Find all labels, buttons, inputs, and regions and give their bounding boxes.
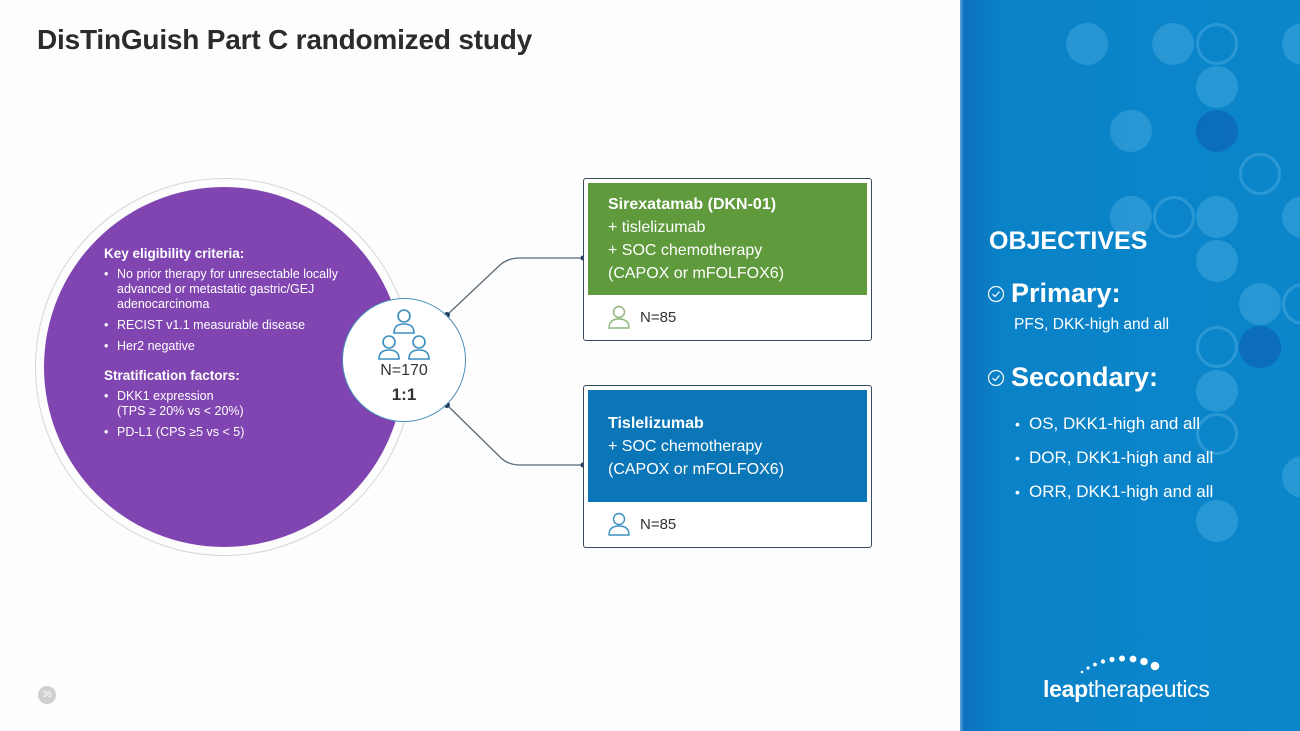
arm-n: N=85: [640, 308, 677, 326]
decorative-dot: [1282, 23, 1300, 65]
decorative-ring: [1153, 196, 1195, 238]
stratification-item-line: DKK1 expression: [117, 389, 214, 403]
primary-label: Primary:: [1011, 278, 1121, 308]
arm-enrollment: N=85: [606, 509, 676, 539]
decorative-dot: [1152, 23, 1194, 65]
eligibility-item: No prior therapy for unresectable locall…: [104, 267, 354, 312]
decorative-ring: [1196, 326, 1238, 368]
arm-header: Sirexatamab (DKN-01) + tislelizumab + SO…: [588, 183, 867, 295]
stratification-item-line: (TPS ≥ 20% vs < 20%): [117, 404, 244, 418]
arm-n: N=85: [640, 515, 677, 533]
decorative-ring: [1282, 283, 1300, 325]
decorative-dot: [1239, 283, 1281, 325]
secondary-objective-item: ORR, DKK1-high and all: [1015, 475, 1213, 509]
check-circle-icon: [987, 285, 1005, 302]
decorative-dot: [1196, 110, 1238, 152]
decorative-dot: [1239, 326, 1281, 368]
arm-tislelizumab: Tislelizumab + SOC chemotherapy (CAPOX o…: [583, 385, 872, 548]
arm-line: + tislelizumab: [608, 219, 706, 236]
primary-objective-text: PFS, DKK-high and all: [1014, 316, 1170, 333]
stratification-heading: Stratification factors:: [104, 368, 240, 383]
slide-title: DisTinGuish Part C randomized study: [37, 24, 533, 55]
decorative-dot: [1196, 66, 1238, 108]
page-number: 36: [38, 686, 56, 704]
eligibility-content: Key eligibility criteria: No prior thera…: [104, 246, 354, 450]
primary-objective-heading: Primary:: [987, 278, 1121, 309]
eligibility-item: Her2 negative: [104, 339, 354, 354]
check-circle-icon: [987, 369, 1005, 386]
decorative-dot: [1196, 370, 1238, 412]
total-enrollment: N=170: [380, 362, 428, 379]
arm-enrollment: N=85: [606, 302, 676, 332]
decorative-dot: [1282, 196, 1300, 238]
person-icon: [608, 512, 630, 536]
randomization-ratio: 1:1: [391, 385, 417, 404]
logo-dots-icon: [1080, 655, 1160, 674]
secondary-objective-heading: Secondary:: [987, 362, 1158, 393]
arm-line: (CAPOX or mFOLFOX6): [608, 265, 785, 282]
arm-line: + SOC chemotherapy: [608, 438, 763, 455]
decorative-ring: [1196, 23, 1238, 65]
eligibility-heading: Key eligibility criteria:: [104, 246, 245, 261]
connector-lower: [446, 404, 583, 466]
decorative-dot: [1066, 23, 1108, 65]
arm-title: Tislelizumab: [608, 415, 704, 432]
logo-word-light: therapeutics: [1087, 676, 1210, 702]
logo-word-bold: leap: [1043, 676, 1088, 702]
arm-sirexatamab: Sirexatamab (DKN-01) + tislelizumab + SO…: [583, 178, 872, 341]
stratification-item: DKK1 expression (TPS ≥ 20% vs < 20%): [104, 389, 354, 419]
stratification-item: PD-L1 (CPS ≥5 vs < 5): [104, 425, 354, 440]
stratification-item-line: PD-L1 (CPS ≥5 vs < 5): [117, 425, 245, 439]
arm-title: Sirexatamab (DKN-01): [608, 196, 777, 213]
arm-header: Tislelizumab + SOC chemotherapy (CAPOX o…: [588, 390, 867, 502]
eligibility-list: No prior therapy for unresectable locall…: [104, 267, 354, 354]
connector-upper: [446, 257, 583, 316]
decorative-dot: [1196, 240, 1238, 282]
secondary-label: Secondary:: [1011, 362, 1159, 392]
decorative-dot: [1282, 456, 1300, 498]
objectives-panel: OBJECTIVES Primary: PFS, DKK-high and al…: [960, 0, 1300, 731]
person-icon: [608, 305, 630, 329]
logo-wordmark: leaptherapeutics: [1043, 676, 1210, 703]
stratification-list: DKK1 expression (TPS ≥ 20% vs < 20%) PD-…: [104, 389, 354, 440]
leap-therapeutics-logo: leaptherapeutics: [1040, 652, 1230, 708]
group-of-people-icon: [378, 309, 430, 360]
secondary-objective-item: OS, DKK1-high and all: [1015, 407, 1213, 441]
secondary-objective-item: DOR, DKK1-high and all: [1015, 441, 1213, 475]
eligibility-item: RECIST v1.1 measurable disease: [104, 318, 354, 333]
decorative-dot: [1110, 196, 1152, 238]
arm-line: (CAPOX or mFOLFOX6): [608, 461, 785, 478]
arm-line: + SOC chemotherapy: [608, 242, 763, 259]
secondary-objectives-list: OS, DKK1-high and all DOR, DKK1-high and…: [1015, 407, 1213, 509]
randomization-node: N=170 1:1: [342, 298, 466, 422]
decorative-ring: [1239, 153, 1281, 195]
decorative-dot: [1196, 196, 1238, 238]
objectives-title: OBJECTIVES: [989, 227, 1148, 255]
decorative-dot: [1110, 110, 1152, 152]
